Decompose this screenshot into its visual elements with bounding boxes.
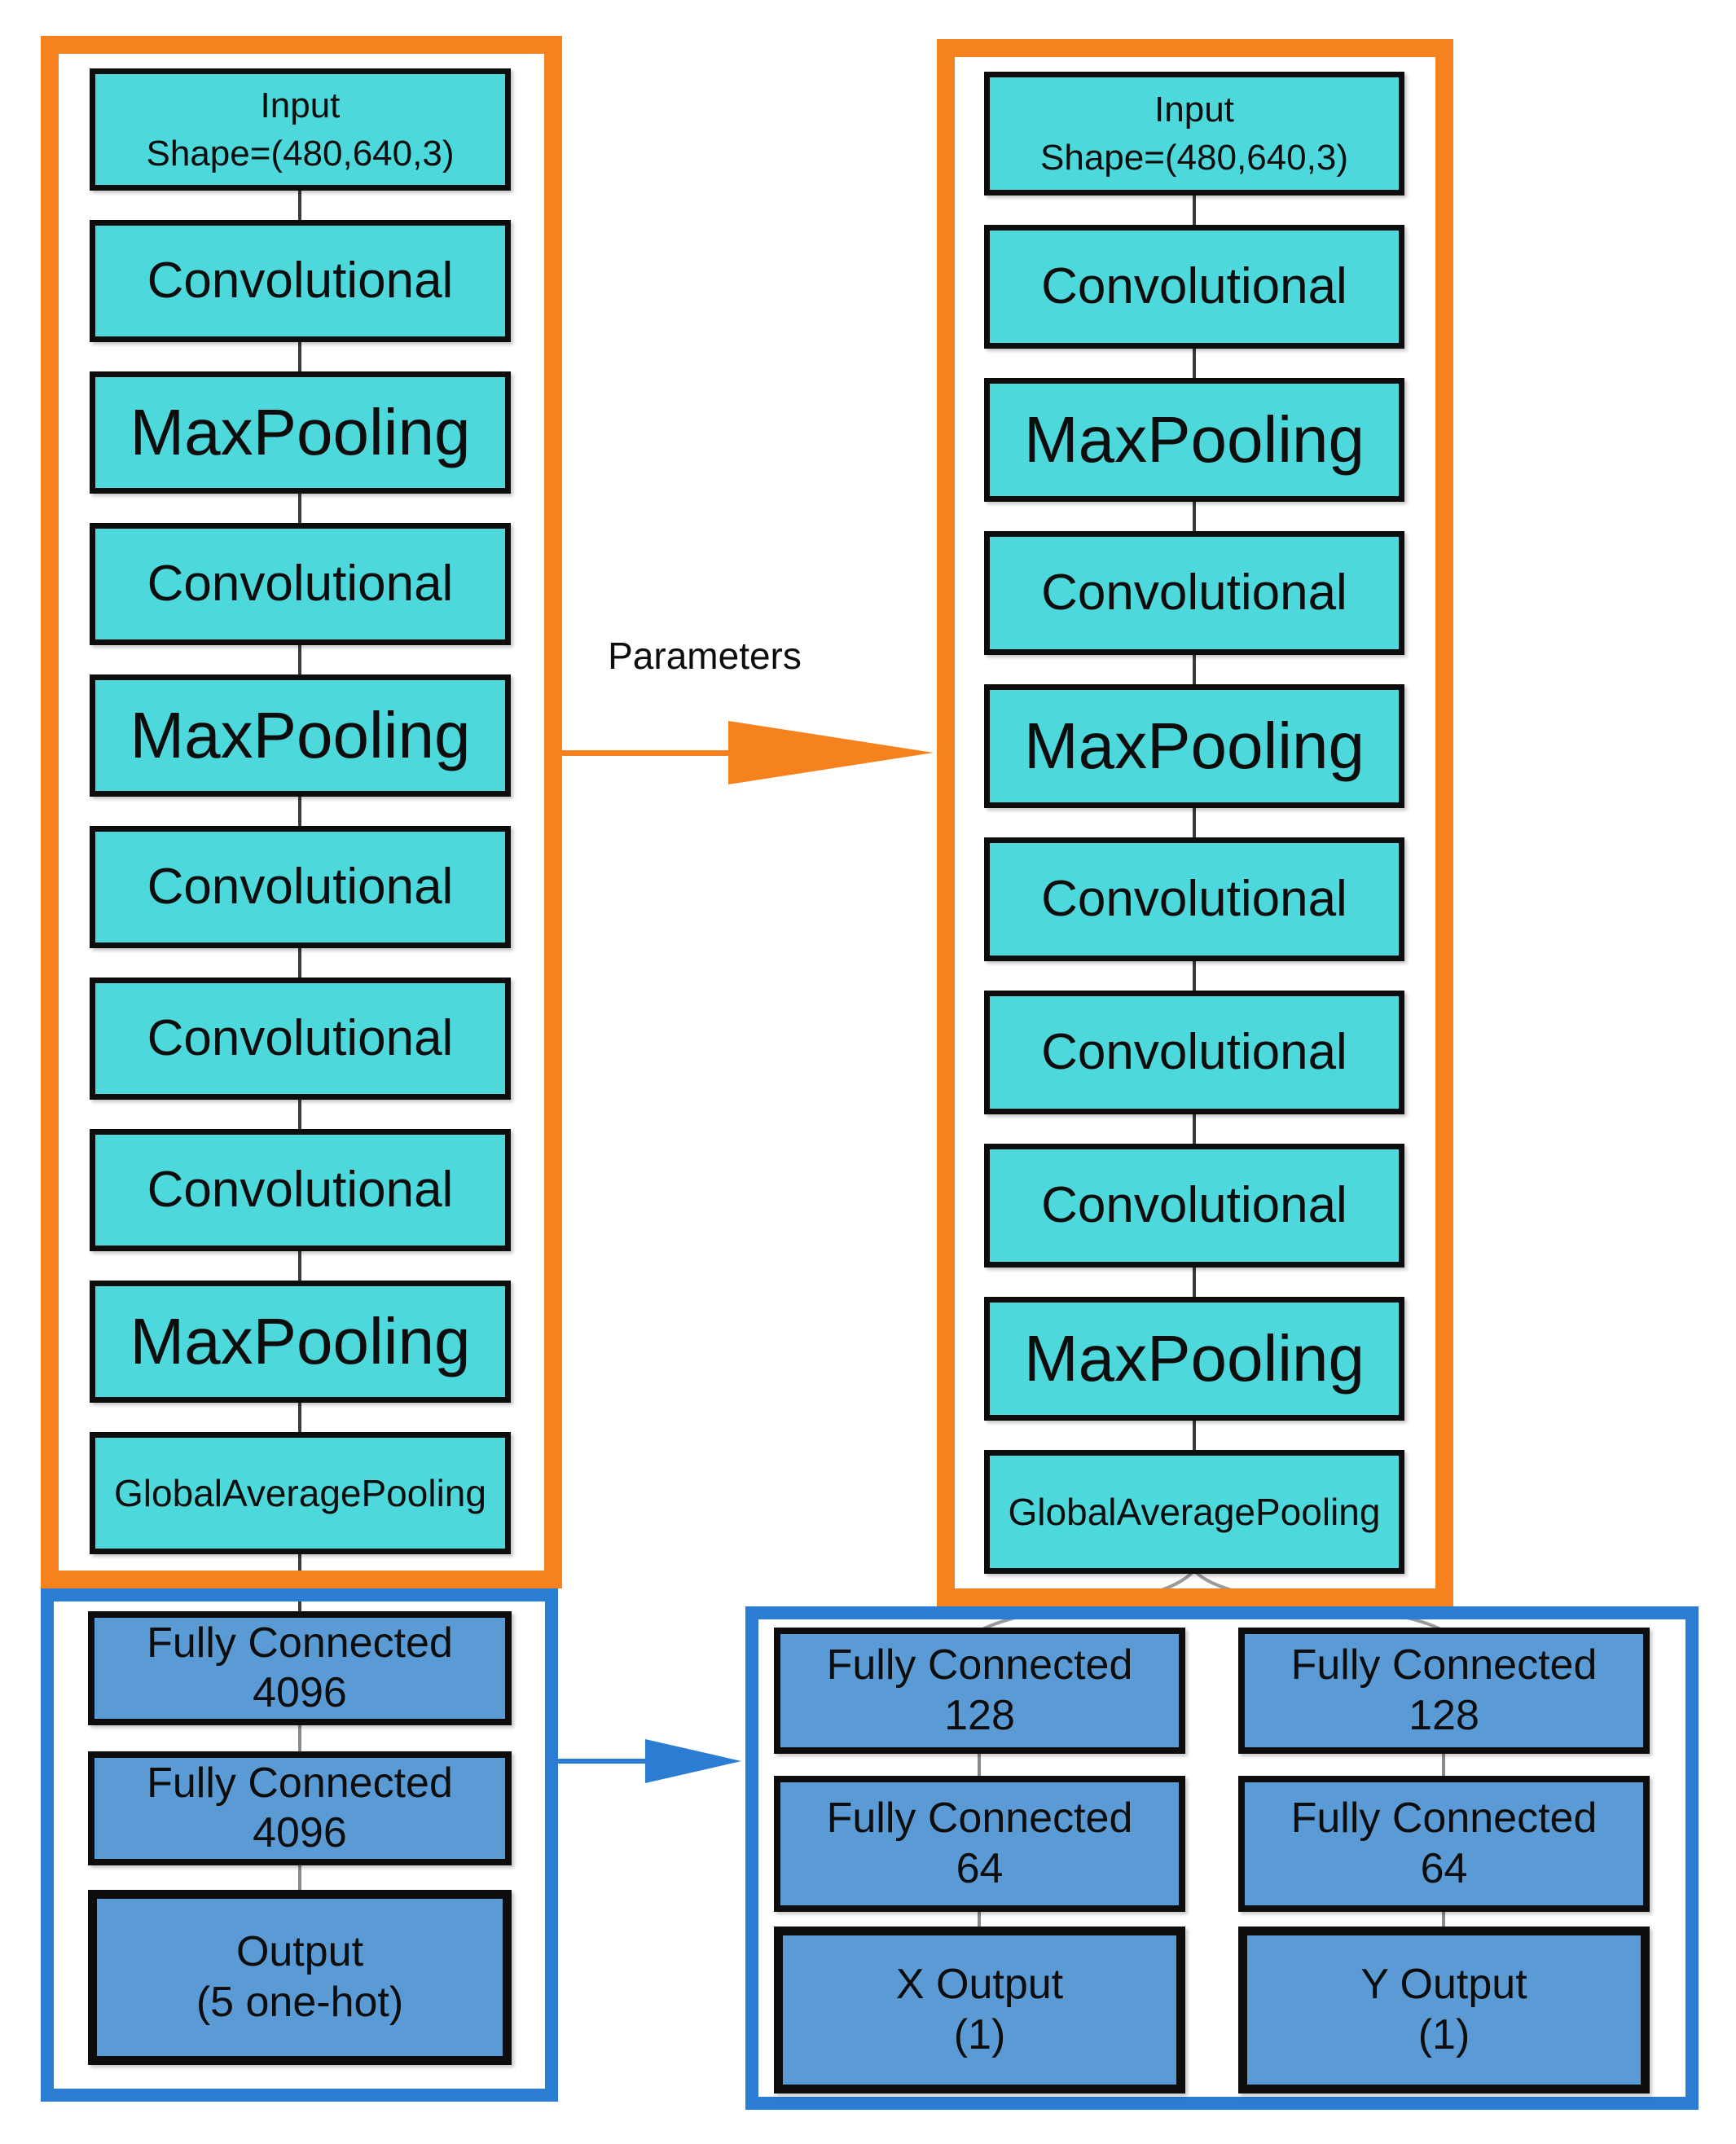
right-connector-9: [1193, 1421, 1196, 1450]
left-backbone-group: [41, 36, 562, 1588]
right-layer-conv-2: Convolutional: [984, 531, 1404, 655]
left-fc-2: Fully Connected 4096: [88, 1751, 512, 1865]
left-head-group: [41, 1588, 558, 2102]
right-y-head-connector-1: [1442, 1754, 1445, 1776]
left-connector-7: [298, 1100, 301, 1129]
left-connector-6: [298, 948, 301, 978]
left-layer-conv-5: Convolutional: [90, 1129, 511, 1251]
left-connector-2: [298, 342, 301, 371]
right-connector-4: [1193, 655, 1196, 684]
right-layer-maxpool-1: MaxPooling: [984, 378, 1404, 502]
left-fc-1: Fully Connected 4096: [88, 1611, 512, 1725]
right-x-head-connector-1: [978, 1754, 981, 1776]
left-layer-globalavgpool: GlobalAveragePooling: [90, 1432, 511, 1554]
left-layer-maxpool-2: MaxPooling: [90, 674, 511, 797]
right-layer-conv-4: Convolutional: [984, 991, 1404, 1114]
right-x-output: X Output (1): [774, 1927, 1185, 2093]
right-y-fc-1: Fully Connected 128: [1238, 1628, 1650, 1754]
parameters-label: Parameters: [608, 635, 802, 677]
right-layer-maxpool-3: MaxPooling: [984, 1297, 1404, 1421]
left-connector-5: [298, 797, 301, 826]
right-layer-conv-1: Convolutional: [984, 225, 1404, 349]
right-connector-3: [1193, 502, 1196, 531]
right-connector-7: [1193, 1114, 1196, 1144]
left-connector-8: [298, 1251, 301, 1281]
right-connector-2: [1193, 349, 1196, 378]
left-layer-conv-4: Convolutional: [90, 978, 511, 1100]
right-y-output: Y Output (1): [1238, 1927, 1650, 2093]
parameters-arrowhead-icon: [728, 721, 934, 784]
left-layer-conv-3: Convolutional: [90, 826, 511, 948]
left-connector-3: [298, 494, 301, 523]
right-connector-6: [1193, 961, 1196, 991]
right-connector-1: [1193, 196, 1196, 225]
head-arrow-line: [556, 1759, 645, 1764]
right-layer-conv-5: Convolutional: [984, 1144, 1404, 1268]
right-y-head-connector-2: [1442, 1912, 1445, 1927]
right-backbone-group: [937, 39, 1453, 1606]
left-layer-maxpool-1: MaxPooling: [90, 371, 511, 494]
right-head-group: [745, 1606, 1699, 2110]
right-x-fc-2: Fully Connected 64: [774, 1776, 1185, 1912]
left-layer-conv-1: Convolutional: [90, 220, 511, 342]
left-output: Output (5 one-hot): [88, 1890, 512, 2065]
right-x-fc-1: Fully Connected 128: [774, 1628, 1185, 1754]
right-layer-globalavgpool: GlobalAveragePooling: [984, 1450, 1404, 1574]
right-connector-5: [1193, 808, 1196, 837]
left-layer-conv-2: Convolutional: [90, 523, 511, 645]
parameters-arrow-line: [562, 750, 728, 756]
left-connector-4: [298, 645, 301, 674]
right-x-head-connector-2: [978, 1912, 981, 1927]
right-connector-8: [1193, 1268, 1196, 1297]
left-head-connector-2: [298, 1865, 301, 1890]
head-arrowhead-icon: [645, 1739, 741, 1783]
right-layer-maxpool-2: MaxPooling: [984, 684, 1404, 808]
left-layer-input: Input Shape=(480,640,3): [90, 68, 511, 191]
right-layer-conv-3: Convolutional: [984, 837, 1404, 961]
left-layer-maxpool-3: MaxPooling: [90, 1281, 511, 1403]
right-y-fc-2: Fully Connected 64: [1238, 1776, 1650, 1912]
right-layer-input: Input Shape=(480,640,3): [984, 72, 1404, 196]
left-head-connector-1: [298, 1725, 301, 1751]
left-connector-9: [298, 1403, 301, 1432]
left-connector-1: [298, 191, 301, 220]
